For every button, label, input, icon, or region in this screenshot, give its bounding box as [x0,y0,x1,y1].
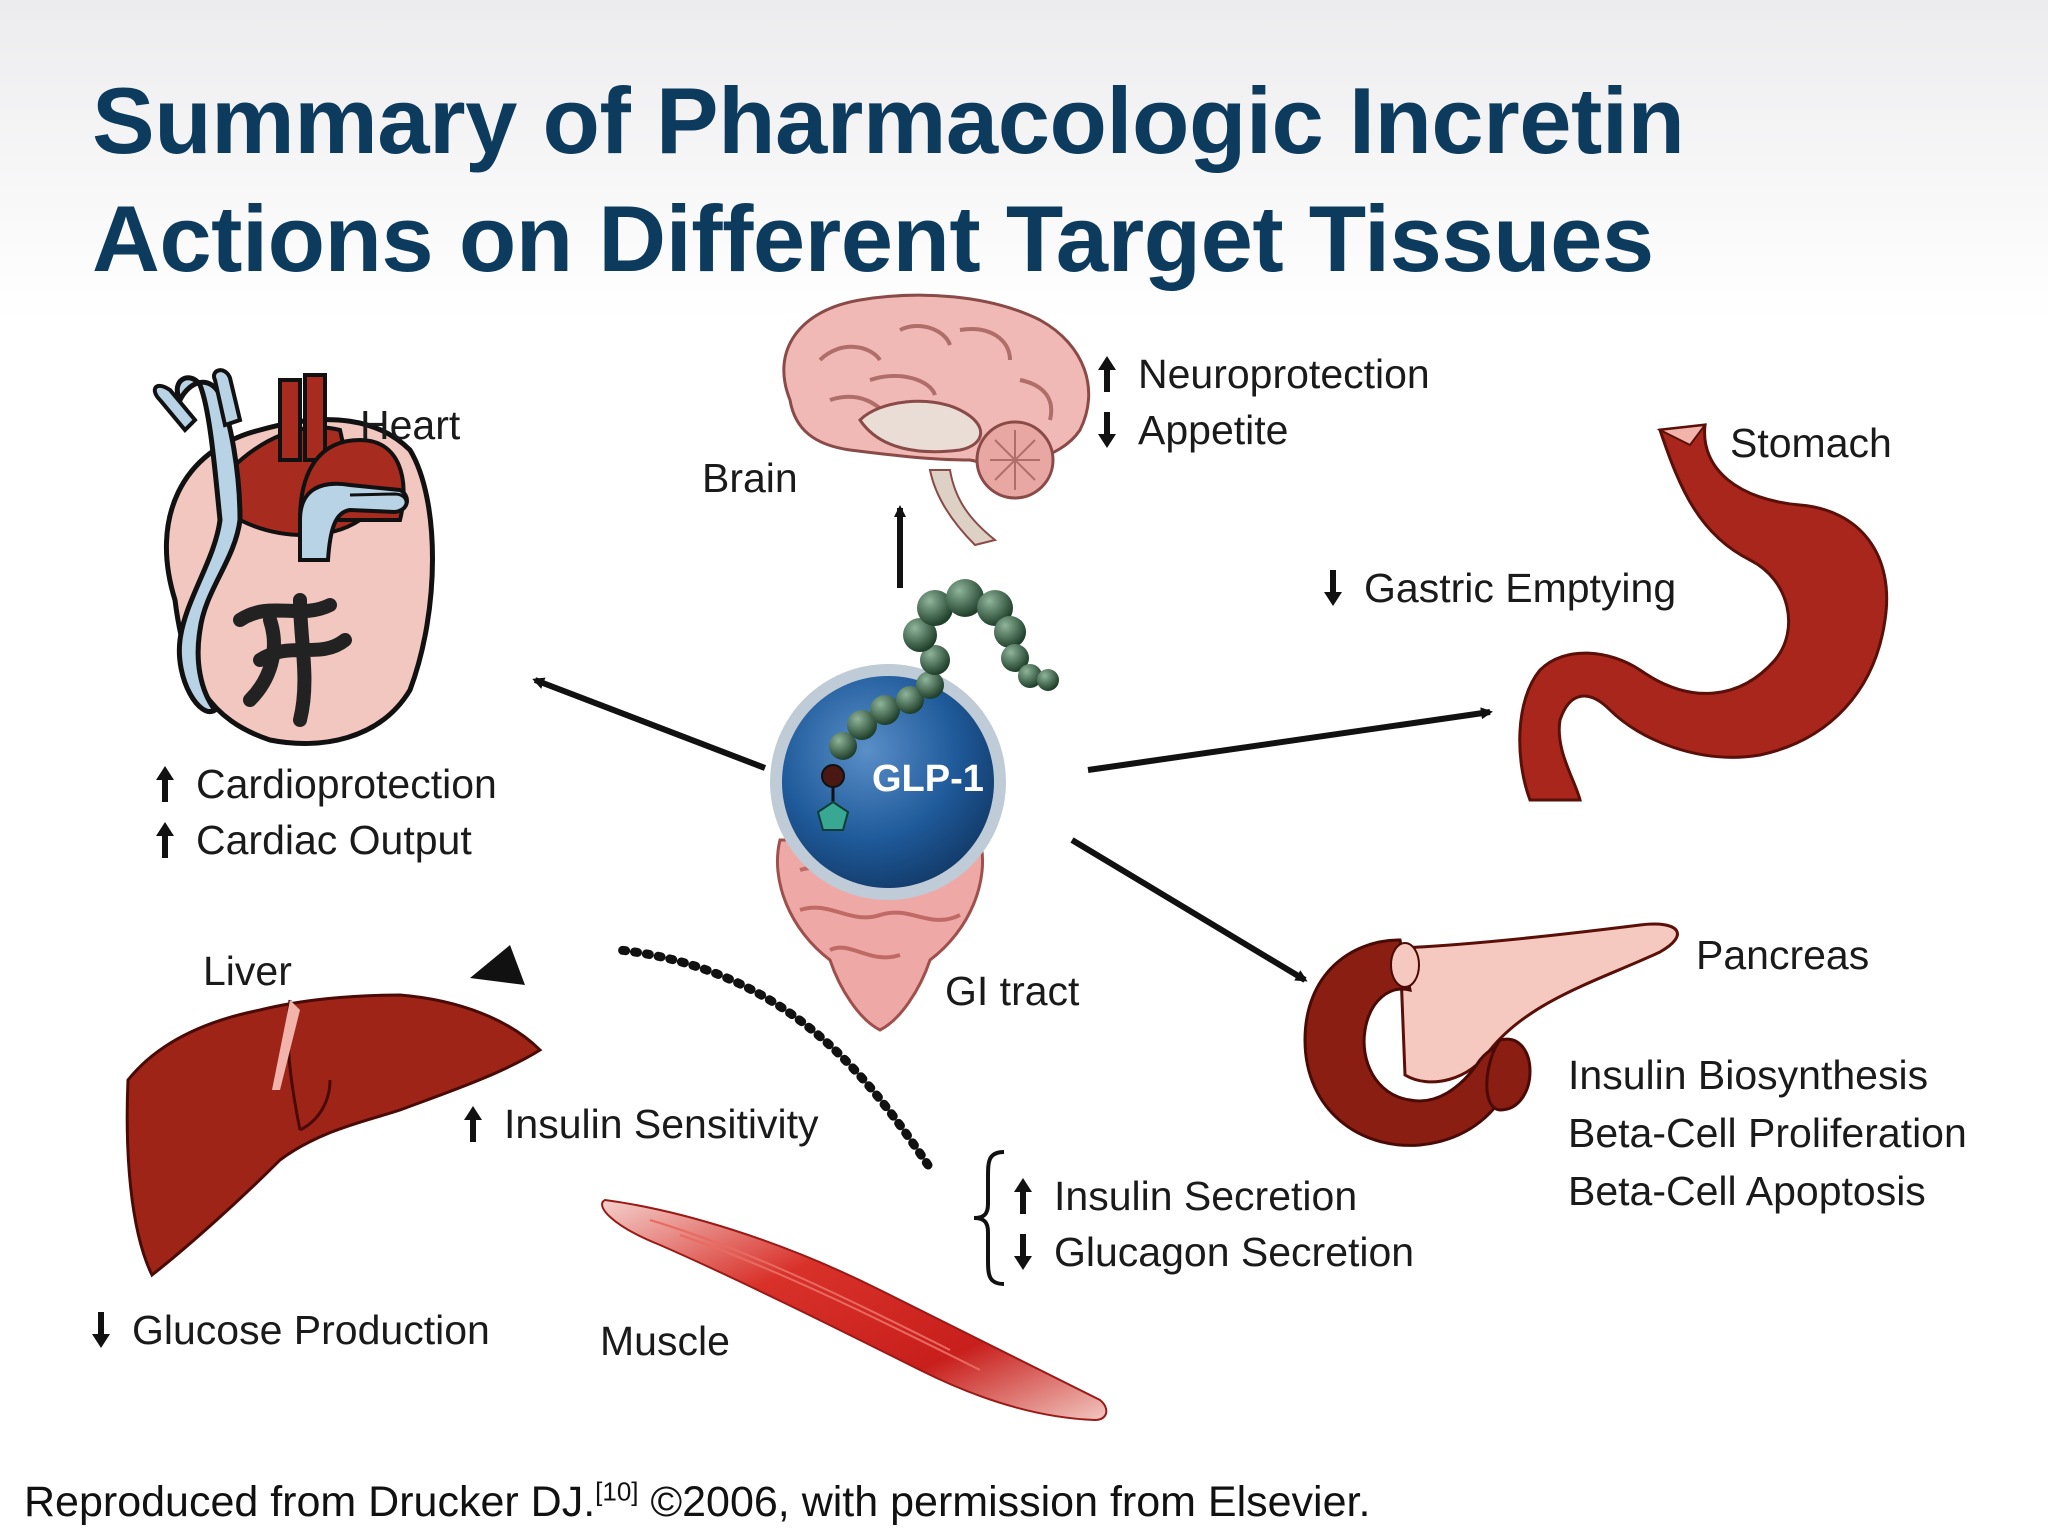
citation: Reproduced from Drucker DJ.[10] ©2006, w… [24,1476,1370,1528]
title-line-1: Summary of Pharmacologic Incretin [92,68,1685,173]
arrow-to-heart [532,677,767,771]
brain-effects: Neuroprotection Appetite [1096,346,1430,458]
liver-label: Liver [203,948,292,994]
up-arrow-icon [1012,1176,1040,1216]
effect-text: Gastric Emptying [1364,565,1677,611]
gi-tract-label: GI tract [945,968,1080,1014]
effect-insulin-secretion: Insulin Secretion [1012,1168,1414,1224]
pancreas-effect-beta-cell-proliferation: Beta-Cell Proliferation [1568,1110,1967,1156]
pancreas-label: Pancreas [1696,932,1870,978]
brain-label: Brain [702,455,798,501]
effect-text: Insulin Secretion [1054,1173,1358,1219]
muscle-effect-insulin-sensitivity: Insulin Sensitivity [462,1096,818,1152]
heart-effect-cardioprotection: Cardioprotection [154,756,497,812]
up-arrow-icon [462,1104,490,1144]
glp1-label: GLP-1 [872,758,984,800]
citation-ref: [10] [595,1476,639,1507]
up-arrow-icon [154,764,182,804]
glp1-molecule [770,579,1059,900]
down-arrow-icon [1096,410,1124,450]
action-arrows [470,505,1493,1170]
down-arrow-icon [1012,1232,1040,1272]
dotted-arrow-head [470,945,525,985]
title-line-2: Actions on Different Target Tissues [92,186,1654,291]
citation-suffix: ©2006, with permission from Elsevier. [638,1478,1371,1526]
muscle-label: Muscle [600,1318,730,1364]
stomach-effect-gastric-emptying: Gastric Emptying [1322,560,1676,616]
muscle-effects: Insulin Sensitivity [462,1096,818,1152]
heart-effects: Cardioprotection Cardiac Output [154,756,497,868]
pancreas-effect-insulin-biosynthesis: Insulin Biosynthesis [1568,1052,1929,1098]
arrow-to-pancreas [1070,837,1308,983]
pancreas-effects: Insulin Biosynthesis Beta-Cell Prolifera… [1568,1046,1967,1220]
citation-text: Reproduced from Drucker DJ. [24,1478,596,1526]
glp1-peptide-chain [829,579,1059,760]
stomach-effects: Gastric Emptying [1322,560,1676,616]
effect-text: Cardioprotection [196,761,497,807]
up-arrow-icon [154,820,182,860]
brain-effect-appetite: Appetite [1096,402,1430,458]
stomach-label: Stomach [1730,420,1892,466]
stomach-illustration [1518,423,1889,802]
slide-title: Summary of Pharmacologic Incretin Action… [92,62,1992,298]
effect-glucagon-secretion: Glucagon Secretion [1012,1224,1414,1280]
secretion-effects: Insulin Secretion Glucagon Secretion [1012,1168,1414,1280]
liver-effect-glucose-production: Glucose Production [90,1302,490,1358]
effect-text: Neuroprotection [1138,351,1430,397]
muscle-illustration [601,1198,1108,1422]
effect-text: Insulin Sensitivity [504,1101,819,1147]
effect-text: Appetite [1138,407,1289,453]
effect-text: Glucagon Secretion [1054,1229,1415,1275]
arrow-to-stomach [1087,707,1493,773]
up-arrow-icon [1096,354,1124,394]
curly-brace-icon [973,1150,1005,1286]
effect-text: Cardiac Output [196,817,472,863]
heart-illustration [152,368,435,746]
brain-illustration [782,293,1091,547]
heart-effect-cardiac-output: Cardiac Output [154,812,497,868]
pancreas-effect-beta-cell-apoptosis: Beta-Cell Apoptosis [1568,1168,1926,1214]
down-arrow-icon [90,1310,118,1350]
brain-effect-neuroprotection: Neuroprotection [1096,346,1430,402]
pancreas-illustration [1303,922,1679,1147]
heart-label: Heart [360,402,461,448]
liver-illustration [125,993,543,1278]
dotted-arrow-muscle-to-liver [615,945,933,1170]
effect-text: Glucose Production [132,1307,490,1353]
down-arrow-icon [1322,568,1350,608]
liver-effects: Glucose Production [90,1302,490,1358]
